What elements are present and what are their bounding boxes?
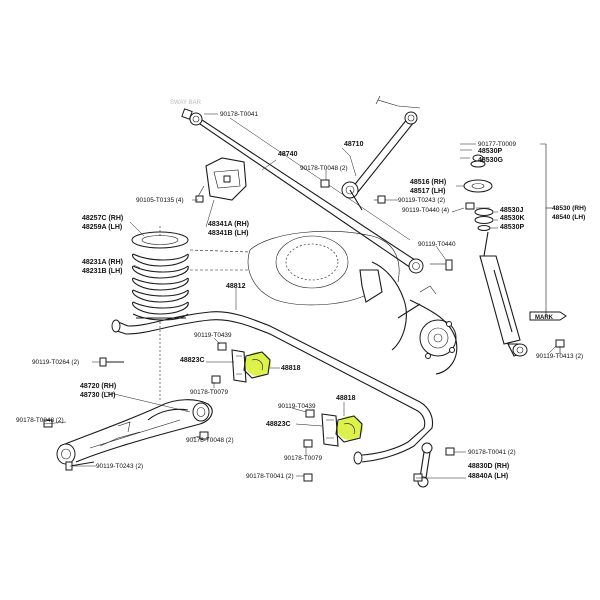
shock-mount-parts <box>463 154 494 231</box>
label-48341B: 48341B (LH) <box>208 230 248 237</box>
label-48830D: 48830D (RH) <box>468 463 509 470</box>
axle-housing-outline <box>189 230 400 306</box>
label-48530P-a: 48530P <box>478 148 502 155</box>
bolt-90119-T0440 <box>430 259 453 271</box>
label-90178-T0048-mid: 90178-T0048 (2) <box>300 165 348 172</box>
lateral-rod-48740 <box>181 108 424 274</box>
label-48231B: 48231B (LH) <box>82 268 122 275</box>
label-mark: MARK <box>535 315 554 321</box>
label-90119-T0264: 90119-T0264 (2) <box>32 359 79 366</box>
label-48730: 48730 (LH) <box>80 392 115 399</box>
nut-90178-T0048-low <box>199 431 209 440</box>
stabilizer-link-48830D <box>413 442 455 488</box>
label-48530K: 48530K <box>500 215 525 222</box>
label-48823C-b: 48823C <box>266 421 291 428</box>
axle-hub <box>359 261 458 375</box>
bolt-90105-T0135 <box>195 195 204 203</box>
label-90178-T0048-left: 90178-T0048 (2) <box>16 417 64 424</box>
label-90178-T0079-b: 90178-T0079 <box>284 455 322 462</box>
bushing-48818-a <box>243 351 271 379</box>
watermark-top: SWAY BAR <box>170 100 202 106</box>
label-48231A: 48231A (RH) <box>82 259 123 266</box>
upper-link-48710 <box>341 95 421 199</box>
label-48720: 48720 (RH) <box>80 383 116 390</box>
label-48740: 48740 <box>278 151 298 158</box>
label-90119-T0439-b: 90119-T0439 <box>278 403 316 410</box>
label-48840A: 48840A (LH) <box>468 473 508 480</box>
bracket-48341 <box>195 157 247 201</box>
stabilizer-bar-48812 <box>111 311 434 465</box>
bolt-90119-T0413 <box>555 339 565 354</box>
label-90119-T0440: 90119-T0440 <box>418 241 456 248</box>
label-48823C-a: 48823C <box>180 357 205 364</box>
label-48257C: 48257C (RH) <box>82 215 123 222</box>
label-90178-T0041-right: 90178-T0041 (2) <box>468 449 516 456</box>
clamp-48823C-b <box>303 409 339 448</box>
label-90178-T0079-a: 90178-T0079 <box>190 389 228 396</box>
label-48540: 48540 (LH) <box>552 214 585 221</box>
label-48530P-b: 48530P <box>500 224 524 231</box>
shock-absorber-48530 <box>479 231 560 357</box>
label-48818-a: 48818 <box>281 365 301 372</box>
label-90119-T0243-right: 90119-T0243 (2) <box>398 197 445 204</box>
label-48516: 48516 (RH) <box>410 179 446 186</box>
bushing-48818-b <box>335 415 363 443</box>
label-90105-T0135: 90105-T0135 (4) <box>136 197 184 204</box>
label-48530G: 48530G <box>478 157 503 164</box>
nut-90178-T0048-mid <box>320 179 330 188</box>
label-90119-T0243-low: 90119-T0243 (2) <box>96 463 143 470</box>
label-48818-b: 48818 <box>336 395 356 402</box>
leader-lines <box>43 113 557 479</box>
bracket-48530 <box>540 143 547 316</box>
clamp-48823C-a <box>211 342 247 384</box>
coil-spring-48231 <box>131 226 189 400</box>
label-90177-T0009: 90177-T0009 <box>478 141 516 148</box>
label-48710: 48710 <box>344 141 364 148</box>
label-48530: 48530 (RH) <box>552 205 586 212</box>
label-48812: 48812 <box>226 283 246 290</box>
mark-tag <box>529 311 567 321</box>
label-48259A: 48259A (LH) <box>82 224 122 231</box>
bracket-48516 <box>349 189 386 211</box>
label-90178-T0041-low: 90178-T0041 (2) <box>246 473 294 480</box>
label-90119-T0439-a: 90119-T0439 <box>194 332 232 339</box>
bolt-90119-T0264 <box>99 357 124 367</box>
lower-control-arm-48720 <box>56 399 213 465</box>
label-48341A: 48341A (RH) <box>208 221 249 228</box>
label-90119-T0440-small: 90119-T0440 (4) <box>402 207 449 214</box>
label-48517: 48517 (LH) <box>410 188 445 195</box>
label-90178-T0048-low: 90178-T0048 (2) <box>186 437 234 444</box>
label-90178-T0041-top: 90178-T0041 <box>220 111 258 118</box>
label-48530J: 48530J <box>500 207 523 214</box>
labels: SWAY BAR 90178-T0041 48740 48710 90178-T… <box>16 100 586 480</box>
nut-90178-T0041-low <box>303 473 313 482</box>
label-90119-T0413: 90119-T0413 (2) <box>536 353 583 360</box>
